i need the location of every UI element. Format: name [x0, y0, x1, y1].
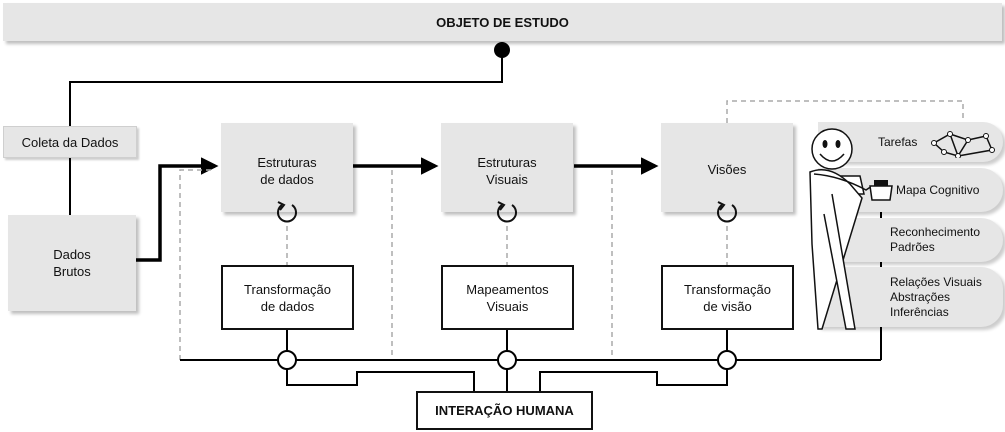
- bus-junction-2: [497, 350, 517, 370]
- visual-structures-label: Estruturas Visuais: [477, 155, 537, 187]
- cognitive-map-label: Mapa Cognitivo: [896, 182, 980, 197]
- visual-mappings-box: Mapeamentos Visuais: [441, 265, 574, 330]
- human-interaction-box: INTERAÇÃO HUMANA: [416, 391, 593, 430]
- refresh-icon: [277, 201, 297, 223]
- data-structures-box: Estruturas de dados: [221, 123, 353, 212]
- refresh-icon: [717, 201, 737, 223]
- visual-structures-box: Estruturas Visuais: [441, 123, 573, 212]
- visual-relations-label: Relações Visuais Abstrações Inferências: [890, 274, 982, 319]
- views-box: Visões: [661, 123, 793, 212]
- smiley-person-icon: [809, 128, 893, 330]
- data-transformation-box: Transformação de dados: [221, 265, 354, 330]
- bus-junction-1: [277, 350, 297, 370]
- views-label: Visões: [707, 162, 747, 177]
- pattern-recognition-label: Reconhecimento Padrões: [890, 225, 981, 254]
- bus-junction-3: [717, 350, 737, 370]
- flow-arrow-raw-to-data: [136, 157, 219, 262]
- view-transformation-box: Transformação de visão: [661, 265, 794, 330]
- data-structures-label: Estruturas de dados: [257, 155, 317, 187]
- graph-icon: [931, 131, 995, 158]
- raw-data-box: Dados Brutos: [8, 215, 136, 311]
- data-collection-label: Coleta da Dados: [3, 126, 137, 158]
- tasks-label: Tarefas: [878, 134, 918, 149]
- refresh-icon: [497, 201, 517, 223]
- study-object-title: OBJETO DE ESTUDO: [3, 3, 1002, 41]
